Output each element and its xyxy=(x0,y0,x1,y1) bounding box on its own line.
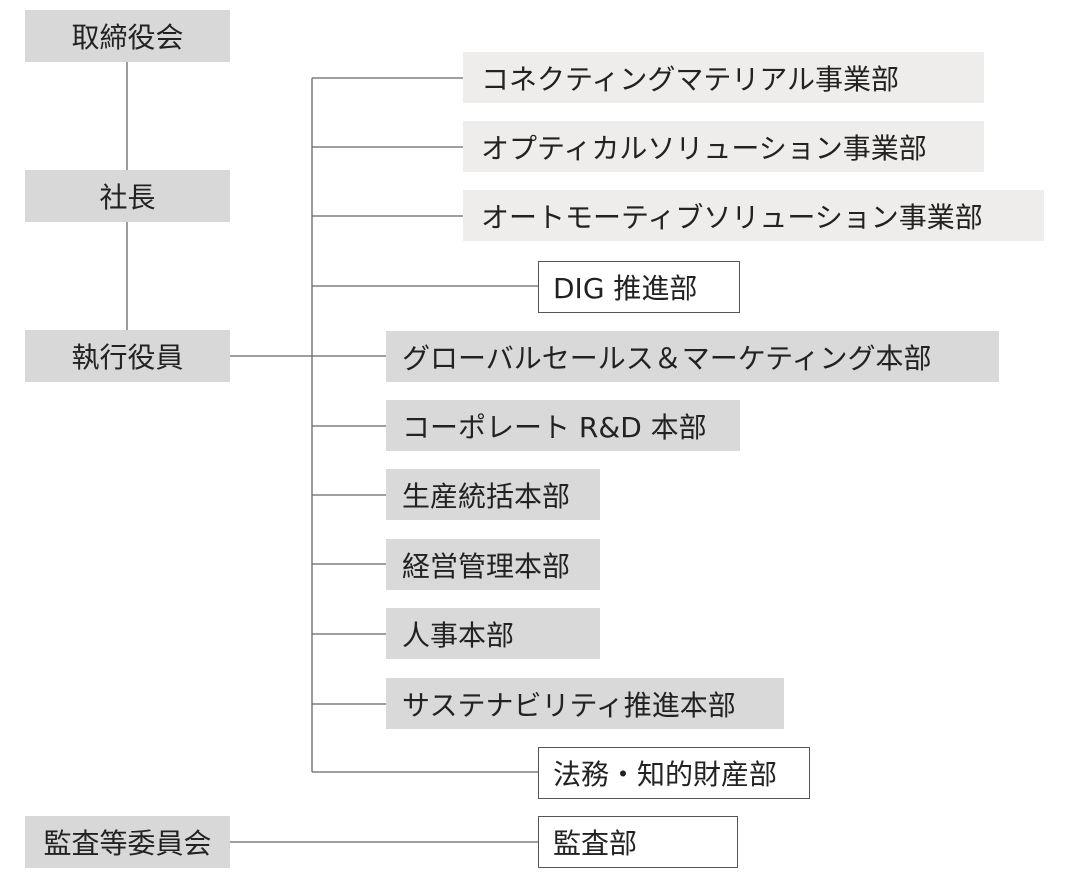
executive-officers-box: 執行役員 xyxy=(25,330,230,382)
division-connecting-materials: コネクティングマテリアル事業部 xyxy=(463,52,984,103)
division-optical-solutions: オプティカルソリューション事業部 xyxy=(463,121,984,172)
audit-committee-box: 監査等委員会 xyxy=(25,816,230,868)
president-label: 社長 xyxy=(99,181,156,214)
hq-label: 生産統括本部 xyxy=(402,479,571,513)
dig-dept-box: DIG 推進部 xyxy=(538,261,740,313)
hq-label: コーポレート R&D 本部 xyxy=(402,410,707,444)
hq-sustainability: サステナビリティ推進本部 xyxy=(386,678,784,729)
hq-management: 経営管理本部 xyxy=(386,539,600,590)
president-box: 社長 xyxy=(25,170,230,222)
audit-dept-label: 監査部 xyxy=(553,827,638,860)
hq-corporate-rd: コーポレート R&D 本部 xyxy=(386,400,740,451)
hq-production: 生産統括本部 xyxy=(386,469,600,520)
division-label: オートモーティブソリューション事業部 xyxy=(481,200,983,234)
legal-ip-dept-label: 法務・知的財産部 xyxy=(553,758,778,791)
hq-label: 人事本部 xyxy=(402,618,515,652)
audit-dept-box: 監査部 xyxy=(538,816,738,868)
executive-officers-label: 執行役員 xyxy=(71,341,184,374)
division-label: オプティカルソリューション事業部 xyxy=(481,131,927,165)
board-box: 取締役会 xyxy=(25,10,230,62)
hq-label: サステナビリティ推進本部 xyxy=(402,688,736,722)
division-label: コネクティングマテリアル事業部 xyxy=(481,62,900,96)
hq-label: グローバルセールス＆マーケティング本部 xyxy=(402,341,932,375)
hq-human-resources: 人事本部 xyxy=(386,608,600,659)
legal-ip-dept-box: 法務・知的財産部 xyxy=(538,747,810,799)
board-label: 取締役会 xyxy=(71,21,184,54)
dig-dept-label: DIG 推進部 xyxy=(553,272,698,305)
hq-label: 経営管理本部 xyxy=(402,549,571,583)
division-automotive-solutions: オートモーティブソリューション事業部 xyxy=(463,190,1044,241)
audit-committee-label: 監査等委員会 xyxy=(43,827,212,860)
hq-global-sales-marketing: グローバルセールス＆マーケティング本部 xyxy=(386,331,999,382)
